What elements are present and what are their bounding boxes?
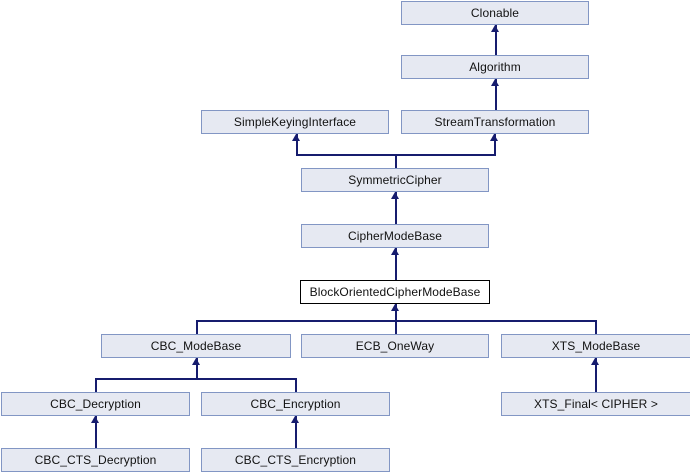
edge-fork_symmetric-riser-1 <box>494 134 496 154</box>
edge-to-algorithm-arrowhead-icon <box>491 79 499 86</box>
edge-streamtransform-to-algorithm <box>495 79 497 110</box>
class-node-label: SimpleKeyingInterface <box>233 115 357 129</box>
edge-ciphermodebase-to-symmetric <box>395 192 397 224</box>
edge-fork_cbc-riser-0 <box>95 378 97 392</box>
edge-fork_cbc-stem <box>196 358 198 378</box>
class-node-label: XTS_ModeBase <box>551 339 641 353</box>
class-node-cbcmodebase[interactable]: CBC_ModeBase <box>101 334 291 358</box>
class-node-blockoriented[interactable]: BlockOrientedCipherModeBase <box>300 280 490 304</box>
edge-to-clonable-arrowhead-icon <box>491 25 499 32</box>
class-node-clonable[interactable]: Clonable <box>401 1 589 25</box>
class-node-label: CBC_CTS_Encryption <box>234 453 357 467</box>
edge-to-blockoriented-arrowhead-icon <box>391 304 399 311</box>
edge-to-xtsmodebase-arrowhead-icon <box>591 358 599 365</box>
class-node-xtsmodebase[interactable]: XTS_ModeBase <box>501 334 690 358</box>
edge-ctsdecrypt-to-cbcdecrypt <box>95 416 97 448</box>
class-node-cbsctsdecrypt[interactable]: CBC_CTS_Decryption <box>1 448 190 472</box>
edge-fork_modes-riser-1 <box>395 320 397 334</box>
edge-fork_cbc-bus <box>95 378 295 380</box>
class-node-xtsfinal[interactable]: XTS_Final< CIPHER > <box>501 392 690 416</box>
class-node-label: Clonable <box>470 6 520 20</box>
class-node-simplekeying[interactable]: SimpleKeyingInterface <box>201 110 389 134</box>
edge-xtsfinal-to-xtsmodebase <box>595 358 597 392</box>
class-node-ecboneway[interactable]: ECB_OneWay <box>301 334 489 358</box>
class-node-label: ECB_OneWay <box>355 339 435 353</box>
class-node-label: CBC_Decryption <box>50 397 141 411</box>
edge-fork_modes-stem <box>395 304 397 320</box>
edge-to-cbcdecryption-arrowhead-icon <box>91 416 99 423</box>
class-node-symmetriccipher[interactable]: SymmetricCipher <box>301 168 489 192</box>
class-node-label: CBC_ModeBase <box>150 339 242 353</box>
class-node-cbcdecryption[interactable]: CBC_Decryption <box>1 392 190 416</box>
edge-ctsencrypt-to-cbcencrypt <box>295 416 297 448</box>
edge-fork_cbc-riser-1 <box>295 378 297 392</box>
class-node-label: XTS_Final< CIPHER > <box>534 397 658 411</box>
class-node-algorithm[interactable]: Algorithm <box>401 55 589 79</box>
edge-fork_modes-riser-2 <box>595 320 597 334</box>
edge-algorithm-to-clonable <box>495 25 497 55</box>
edge-to-cbcencryption-arrowhead-icon <box>291 416 299 423</box>
class-node-label: CipherModeBase <box>347 229 443 243</box>
class-node-cbsctsencrypt[interactable]: CBC_CTS_Encryption <box>201 448 390 472</box>
edge-fork_symmetric-riser-0 <box>296 134 298 154</box>
edge-to-streamtransform-arrowhead-icon <box>490 134 498 141</box>
edge-fork_modes-riser-0 <box>196 320 198 334</box>
class-node-ciphermodebase[interactable]: CipherModeBase <box>301 224 489 248</box>
class-node-label: SymmetricCipher <box>348 173 442 187</box>
edge-to-symmetriccipher-arrowhead-icon <box>391 192 399 199</box>
edge-blockoriented-to-ciphermode <box>395 248 397 280</box>
edge-to-simplekeying-arrowhead-icon <box>292 134 300 141</box>
class-node-streamtransform[interactable]: StreamTransformation <box>401 110 589 134</box>
class-node-label: Algorithm <box>469 60 521 74</box>
edge-fork_symmetric-stem <box>395 154 397 168</box>
class-node-label: CBC_CTS_Decryption <box>34 453 157 467</box>
class-node-label: StreamTransformation <box>434 115 556 129</box>
edge-to-cbcmodebase-arrowhead-icon <box>192 358 200 365</box>
class-node-label: BlockOrientedCipherModeBase <box>309 285 481 299</box>
edge-to-ciphermodebase-arrowhead-icon <box>391 248 399 255</box>
class-node-cbcencryption[interactable]: CBC_Encryption <box>201 392 390 416</box>
class-node-label: CBC_Encryption <box>250 397 341 411</box>
